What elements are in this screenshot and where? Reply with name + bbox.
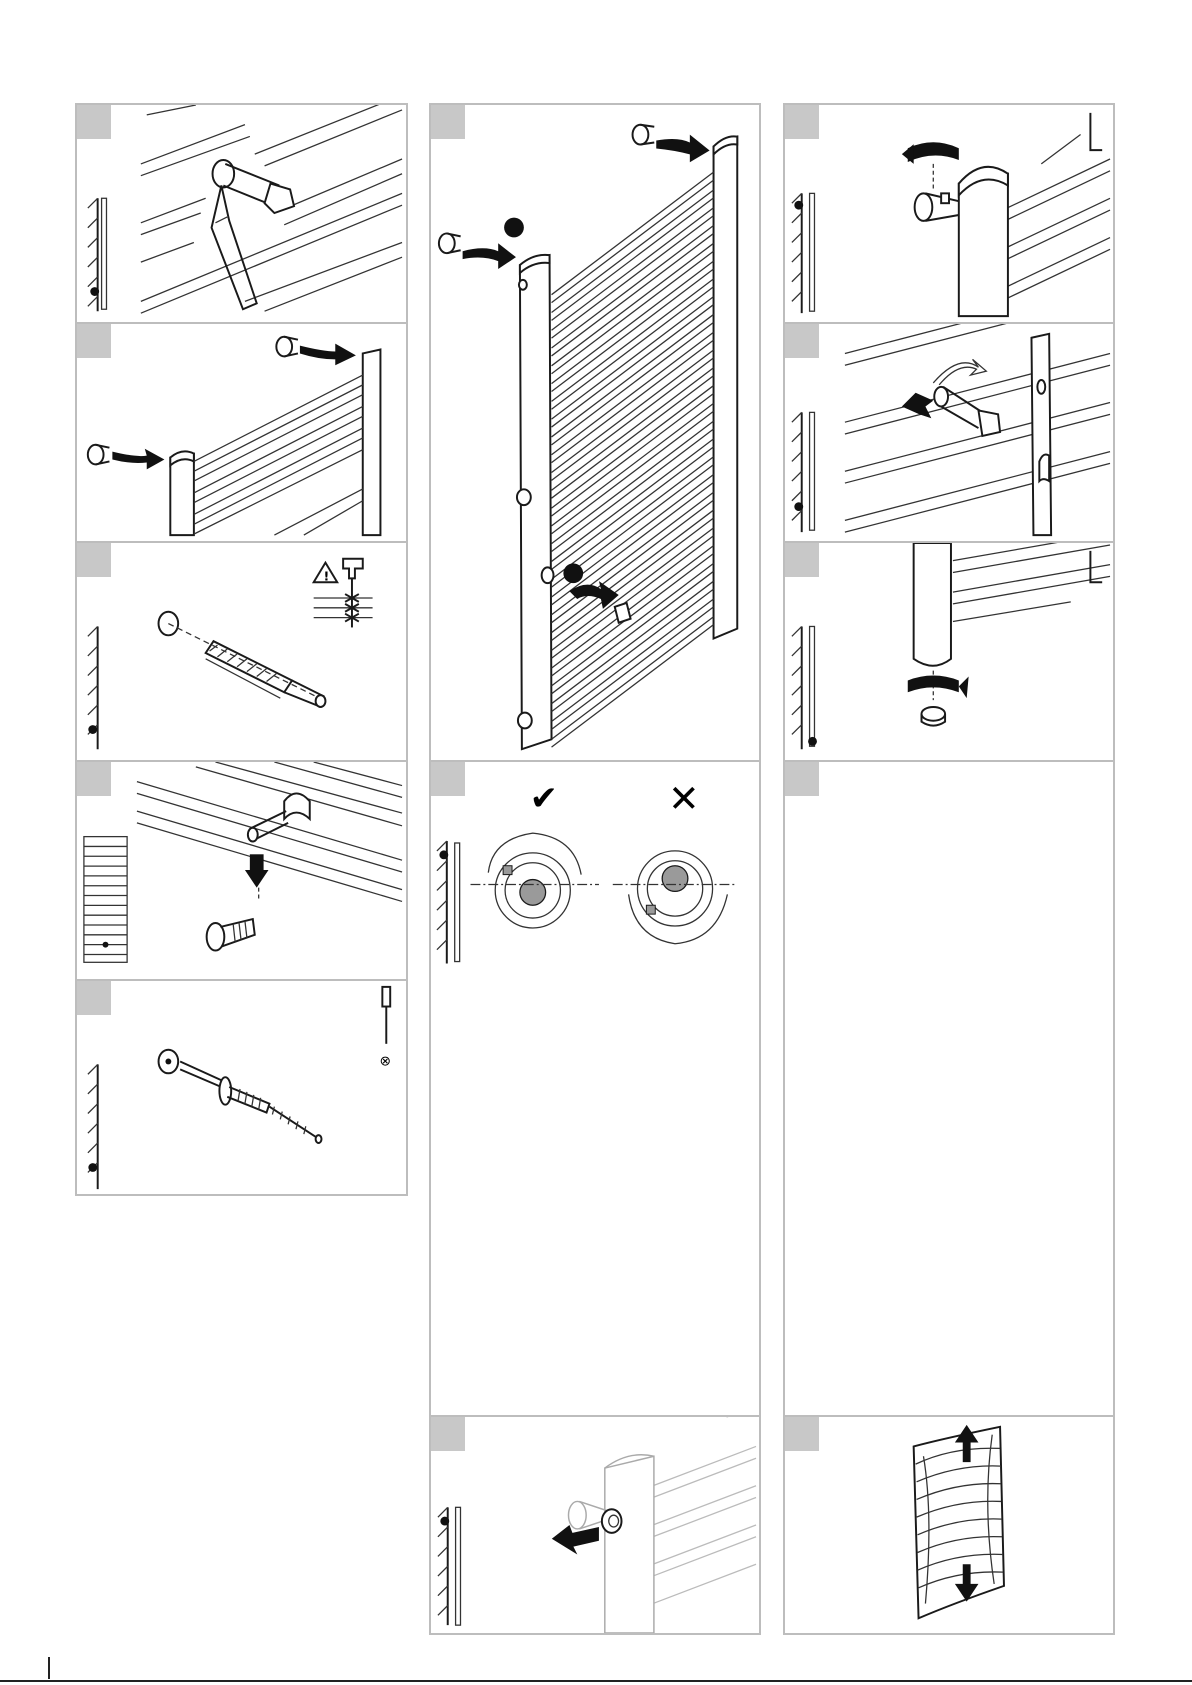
step-panel-bolt-into-bracket bbox=[75, 760, 408, 981]
step-panel-mount-radiator bbox=[429, 103, 761, 762]
phillips-symbol: ⊗ bbox=[379, 1053, 391, 1069]
radiator-rail-line bbox=[552, 198, 714, 321]
mount-radiator-illustration bbox=[431, 105, 759, 760]
drill-hole-illustration: ! bbox=[77, 543, 406, 760]
bolt-into-bracket-illustration bbox=[77, 762, 406, 979]
rotate-bracket-illustration bbox=[785, 324, 1113, 541]
page-footer-rule bbox=[0, 1680, 1192, 1682]
screwdriver-icon bbox=[382, 987, 390, 1044]
radiator-rail-line bbox=[552, 617, 714, 740]
radiator-rail-line bbox=[552, 599, 714, 722]
step-number-box bbox=[785, 762, 819, 796]
mark-drill-holes-illustration bbox=[77, 105, 406, 322]
step-panel-rotate-bracket bbox=[783, 322, 1115, 543]
step-panel-remove-wrap bbox=[783, 1415, 1115, 1635]
radiator-rail-line bbox=[552, 180, 714, 303]
eccentric-adjustment-illustration: ✔ ✕ bbox=[431, 762, 759, 1415]
step-panel-mark-drill-holes bbox=[75, 103, 408, 324]
remove-wrap-illustration bbox=[785, 1417, 1113, 1633]
step-panel-screw-dowel: ⊗ bbox=[75, 979, 408, 1196]
page-margin-marker bbox=[48, 1657, 50, 1679]
check-mark-icon: ✔ bbox=[530, 778, 558, 817]
tighten-top-illustration bbox=[785, 105, 1113, 322]
step-panel-eccentric-adjustment: ✔ ✕ bbox=[429, 760, 761, 1417]
svg-text:!: ! bbox=[323, 569, 329, 584]
insert-cap-illustration bbox=[431, 1417, 759, 1633]
step-panel-drill-hole: ! bbox=[75, 541, 408, 762]
insert-wall-brackets-illustration bbox=[77, 324, 406, 541]
step-panel-empty bbox=[783, 760, 1115, 1417]
cross-mark-icon: ✕ bbox=[668, 776, 699, 820]
bottom-plug-illustration bbox=[785, 543, 1113, 760]
screw-dowel-illustration: ⊗ bbox=[77, 981, 406, 1194]
step-panel-insert-wall-brackets bbox=[75, 322, 408, 543]
step-panel-bottom-plug bbox=[783, 541, 1115, 762]
allen-key-icon bbox=[1090, 113, 1102, 150]
step-panel-insert-cap bbox=[429, 1415, 761, 1635]
step-panel-tighten-top bbox=[783, 103, 1115, 324]
